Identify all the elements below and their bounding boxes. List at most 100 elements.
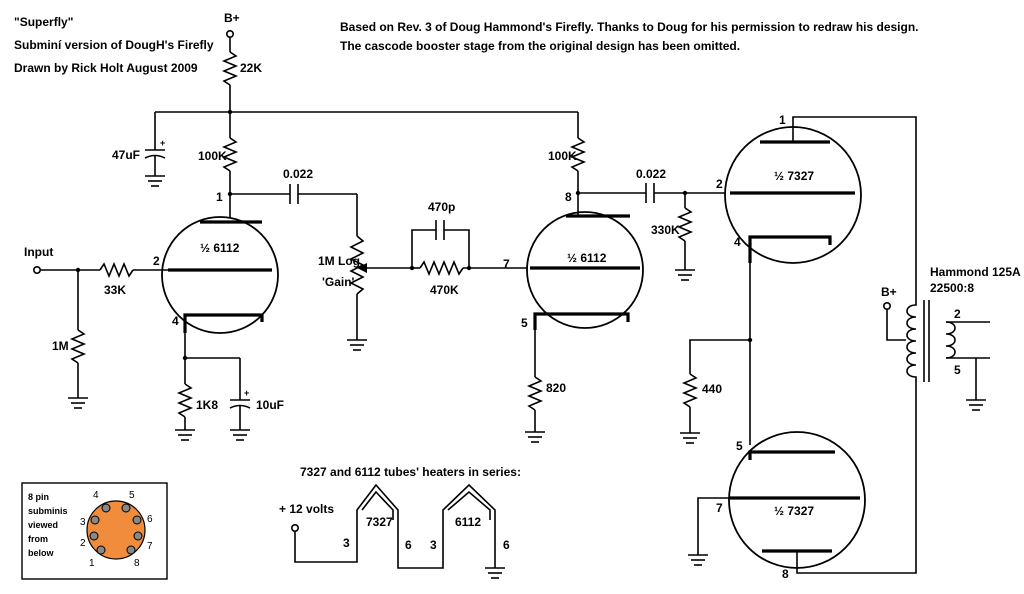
header-author: Drawn by Rick Holt August 2009 (14, 61, 198, 75)
output-upper-pin-plate: 1 (779, 113, 786, 127)
pinout-text-1: 8 pin (28, 492, 49, 502)
stage1-cathode-resistor-label: 1K8 (196, 398, 218, 412)
pin-hole (133, 531, 143, 541)
stage1-tube-label: ½ 6112 (200, 241, 240, 255)
pinout-num-1: 1 (89, 558, 95, 569)
stage2-cathode (533, 312, 630, 330)
pinout-num-8: 8 (134, 558, 140, 569)
output-cathode-resistor (681, 373, 699, 408)
stage2-grid-leak (676, 207, 694, 242)
stage2-cathode-resistor-label: 820 (546, 381, 566, 395)
stage2-pin-grid: 7 (503, 257, 510, 271)
stage1-pin-grid: 2 (153, 254, 160, 268)
ground-symbol (525, 431, 545, 443)
gain-pot-label2: 'Gain' (322, 275, 355, 289)
pinout-num-3: 3 (80, 517, 86, 528)
heater-tube2-label: 6112 (455, 515, 481, 529)
header-note: The cascode booster stage from the origi… (340, 39, 740, 53)
ground-symbol (675, 269, 695, 281)
output-cathode-network: 440 (680, 263, 753, 445)
ground-symbol (688, 554, 708, 566)
ground-symbol (68, 397, 88, 409)
pinout-num-5: 5 (129, 490, 135, 501)
pinout-base (86, 500, 146, 560)
transformer-secondary (945, 321, 956, 359)
heater-tube1-label: 7327 (366, 515, 393, 529)
pin-hole (89, 531, 99, 541)
transformer-name: Hammond 125A (930, 265, 1021, 279)
ground-symbol (145, 175, 165, 187)
stage1-coupling-cap-label: 0.022 (283, 167, 313, 181)
input-resistor-label: 1M (52, 339, 69, 353)
stage2-cathode-resistor (526, 376, 544, 411)
stage2-series-resistor-label: 470K (430, 283, 459, 297)
ground-symbol (485, 567, 505, 579)
heaters-supply-terminal[interactable] (290, 523, 299, 532)
header-credit: Based on Rev. 3 of Doug Hammond's Firefl… (340, 20, 919, 34)
transformer-pin-bottom: 5 (954, 363, 961, 377)
gain-pot-label: 1M Log (318, 254, 360, 268)
header-subtitle: Subminí version of DougH's Firefly (14, 38, 214, 52)
resistor-22k-label: 22K (240, 61, 262, 75)
stage1-grid-resistor (99, 261, 134, 279)
output-lower-pin-plate: 8 (782, 567, 789, 581)
ground-symbol (347, 339, 367, 351)
heater-pin-c: 3 (430, 538, 437, 552)
pinout-text-3: viewed (28, 520, 58, 530)
output-upper-pin-grid: 2 (716, 177, 723, 191)
stage2-tube (526, 211, 644, 329)
gain-pot: 1M Log 'Gain' (318, 235, 412, 351)
input-resistor-1m (69, 329, 87, 364)
header-title: "Superfly" (14, 15, 73, 29)
bplus-label: B+ (224, 11, 240, 25)
stage2-plate-resistor (569, 137, 587, 172)
pin-hole (126, 545, 136, 555)
stage2-tube-label: ½ 6112 (567, 251, 607, 265)
pinout-text-5: below (28, 548, 55, 558)
supply-section: B+ 22K + 47uF (112, 11, 578, 187)
header-left: "Superfly" Subminí version of DougH's Fi… (14, 15, 214, 75)
input-jack[interactable] (32, 265, 41, 274)
ground-symbol (230, 429, 250, 441)
heaters-title: 7327 and 6112 tubes' heaters in series: (300, 465, 521, 479)
output-cathode-resistor-label: 440 (702, 382, 722, 396)
svg-text:+: + (160, 138, 165, 148)
pin-hole (121, 503, 131, 513)
output-upper-tube-label: ½ 7327 (774, 169, 814, 183)
output-transformer: Hammond 125A 22500:8 B+ 2 5 (881, 265, 1021, 411)
pinout-text-4: from (28, 534, 48, 544)
input-label: Input (24, 245, 53, 259)
stage1-plate-resistor (221, 137, 239, 172)
output-upper-cathode (748, 235, 832, 263)
header-right: Based on Rev. 3 of Doug Hammond's Firefl… (340, 20, 919, 53)
stage1-pin-plate: 1 (216, 190, 223, 204)
transformer-bplus: B+ (881, 285, 897, 299)
stage1-pin-cathode: 4 (172, 314, 179, 328)
output-lower-cathode (748, 450, 835, 460)
capacitor-47uf-label: 47uF (112, 148, 140, 162)
bplus-terminal (226, 29, 235, 38)
pinout-text-2: subminis (28, 506, 68, 516)
stage2-pin-plate: 8 (565, 190, 572, 204)
stage2: 470K 470p ½ 6112 7 5 8 100K 0.022 330K (409, 112, 730, 443)
ground-symbol (966, 399, 986, 411)
heater-pin-b: 6 (405, 538, 412, 552)
heater-string: 7327 and 6112 tubes' heaters in series: … (279, 465, 521, 579)
output-lower-pin-grid: 7 (716, 501, 723, 515)
heater-pin-d: 6 (503, 538, 510, 552)
pin-hole (90, 515, 100, 525)
output-upper-tube (724, 126, 862, 264)
ground-symbol (175, 429, 195, 441)
ground-symbol (680, 432, 700, 444)
stage1-cathode-cap-label: 10uF (256, 398, 284, 412)
output-lower-tube-label: ½ 7327 (774, 504, 814, 518)
pin-hole (132, 515, 142, 525)
svg-text:+: + (244, 388, 249, 398)
resistor-22k (221, 51, 239, 86)
gain-pot-wiper (357, 263, 367, 273)
pinout-num-6: 6 (147, 514, 153, 525)
stage1-cathode-resistor (176, 383, 194, 418)
output-lower: ½ 7327 5 7 8 (688, 380, 917, 581)
pinout-diagram: 8 pin subminis viewed from below 1 2 3 4… (21, 482, 168, 580)
